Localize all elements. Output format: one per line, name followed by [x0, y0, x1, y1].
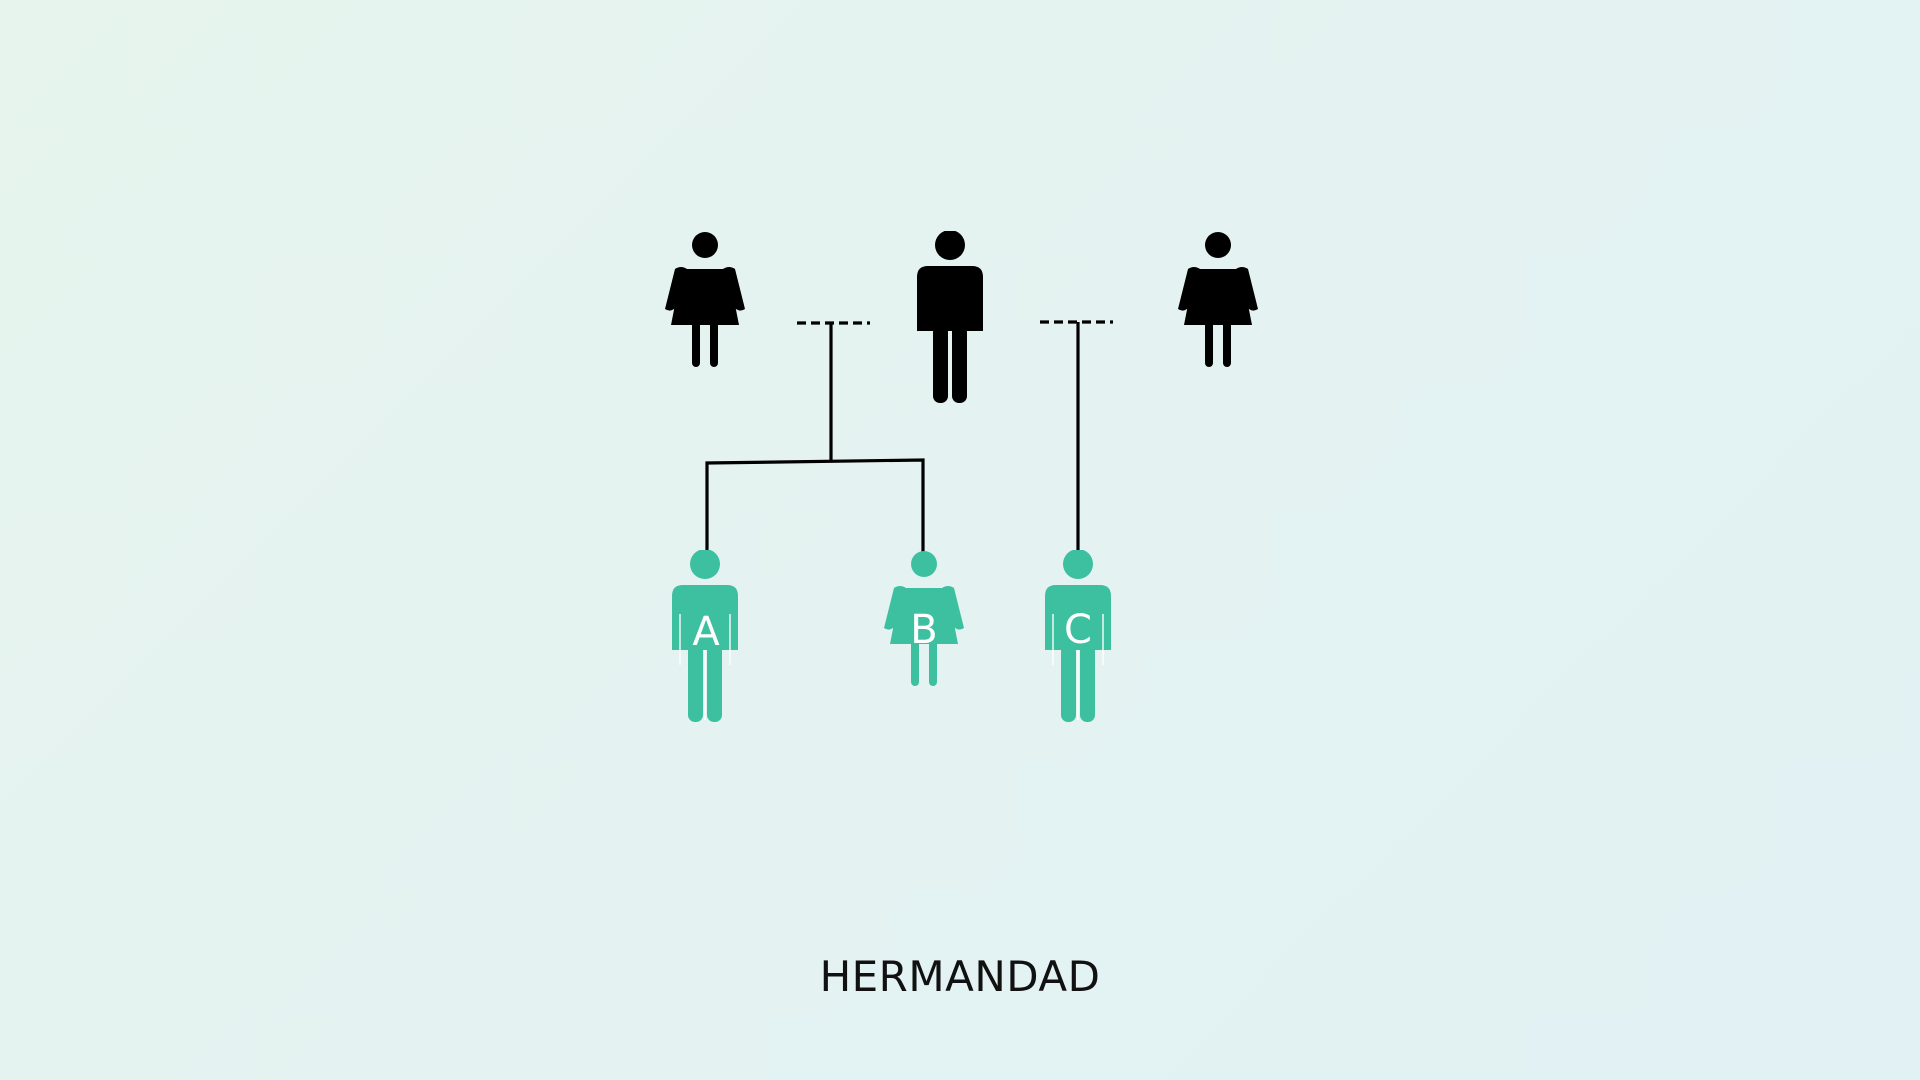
man-icon — [917, 231, 983, 403]
child-label-a: A — [692, 609, 720, 655]
child-label-b: B — [910, 607, 937, 653]
parent-generation — [665, 231, 1258, 403]
child-b: B — [884, 551, 964, 686]
connector-lines — [705, 320, 1113, 553]
child-generation: A B C — [672, 550, 1111, 722]
child-a: A — [672, 550, 738, 722]
diagram-caption: HERMANDAD — [819, 952, 1101, 1001]
child-c: C — [1045, 550, 1111, 722]
sibling-bar-a-b — [705, 458, 925, 553]
woman-icon — [665, 232, 745, 367]
child-label-c: C — [1064, 607, 1092, 653]
woman-icon — [1178, 232, 1258, 367]
